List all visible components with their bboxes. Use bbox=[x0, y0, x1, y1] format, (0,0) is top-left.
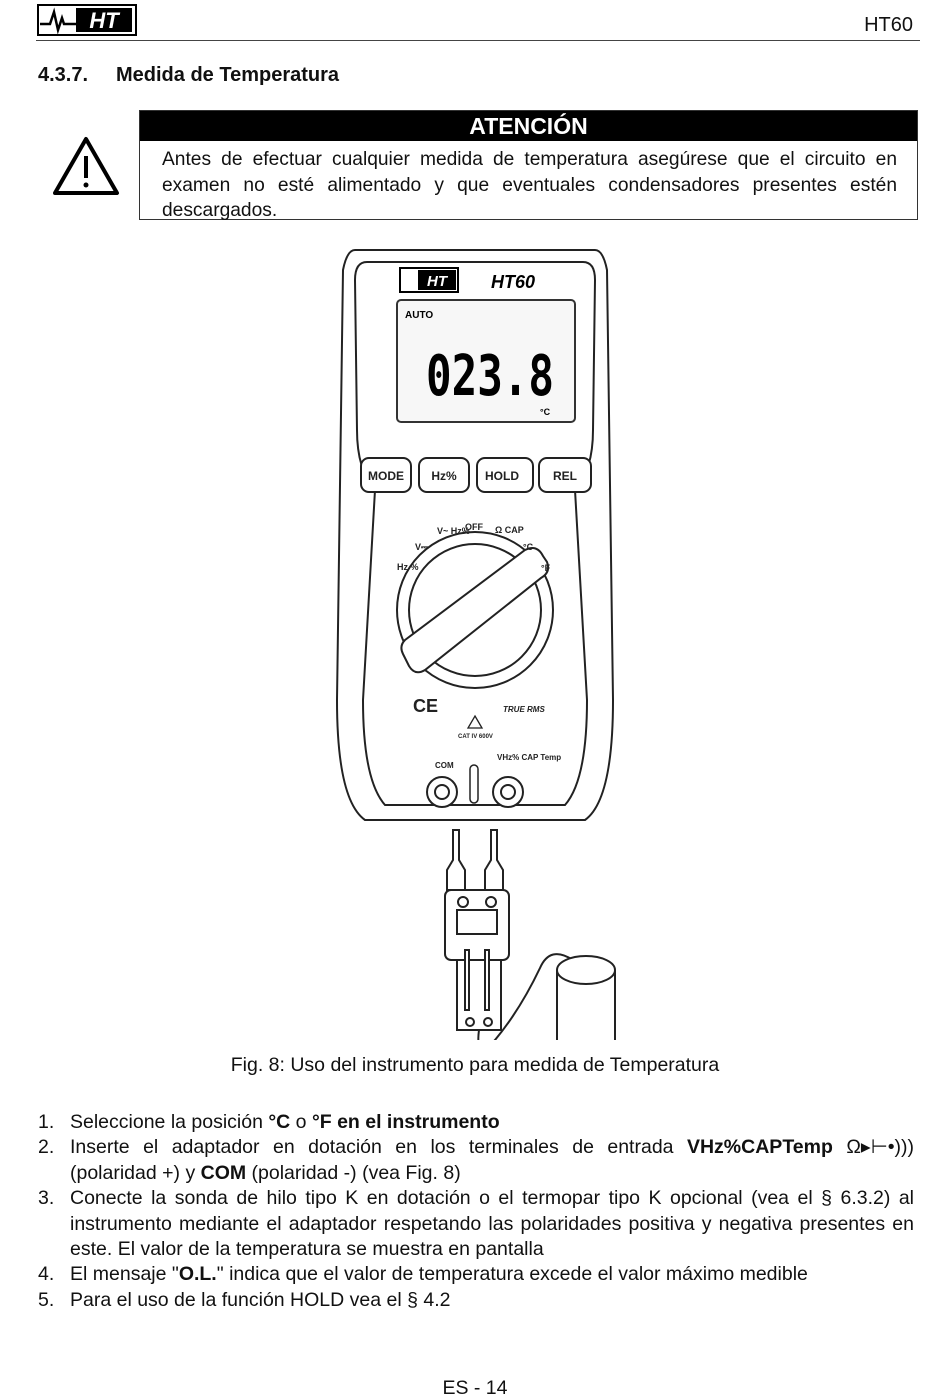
true-rms-label: TRUE RMS bbox=[503, 705, 545, 714]
meter-inner-body bbox=[353, 261, 597, 806]
step-text: (polaridad -) (vea Fig. 8) bbox=[246, 1161, 461, 1184]
dial-label-vdc: V⎓ bbox=[415, 542, 429, 552]
step-item: 3. Conecte la sonda de hilo tipo K en dot… bbox=[38, 1186, 914, 1262]
step-item: 5. Para el uso de la función HOLD vea el … bbox=[38, 1288, 914, 1313]
display-reading: 023.8 bbox=[426, 344, 554, 409]
meter-model: HT60 bbox=[491, 272, 535, 292]
step-text: Seleccione la posición bbox=[70, 1111, 269, 1133]
display-unit: °C bbox=[540, 407, 551, 417]
step-text: VHz%CAPTemp bbox=[686, 1136, 833, 1159]
step-text: °C bbox=[268, 1111, 291, 1133]
step-text: O.L. bbox=[178, 1263, 217, 1286]
step-text: Inserte el adaptador en dotación en los … bbox=[70, 1136, 687, 1159]
terminal-label-input: VHz% CAP Temp bbox=[497, 753, 561, 762]
meter-button-hz: Hz% bbox=[431, 469, 457, 483]
figure-caption: Fig. 8: Uso del instrumento para medida … bbox=[230, 1054, 720, 1076]
step-text: " indica que el valor de temperatura exc… bbox=[216, 1263, 808, 1286]
procedure-steps: 1. Seleccione la posición °C o °F en el i… bbox=[38, 1110, 914, 1313]
ht-logo: HT bbox=[37, 4, 137, 36]
step-text: Para el uso de la función HOLD vea el § … bbox=[70, 1288, 451, 1311]
ce-mark: CE bbox=[413, 696, 438, 716]
step-item: 2. Inserte el adaptador en dotación en lo… bbox=[38, 1135, 914, 1186]
document-code: HT60 bbox=[864, 14, 913, 36]
section-number: 4.3.7. bbox=[38, 64, 89, 86]
step-item: 1. Seleccione la posición °C o °F en el i… bbox=[38, 1110, 914, 1135]
step-number: 5. bbox=[38, 1288, 55, 1311]
step-number: 2. bbox=[38, 1136, 55, 1159]
meter-button-hold: HOLD bbox=[485, 469, 519, 483]
section-heading: 4.3.7. Medida de Temperatura bbox=[38, 64, 339, 87]
warning-heading: ATENCIÓN bbox=[140, 111, 917, 141]
terminal-label-com: COM bbox=[435, 761, 454, 770]
warning-box: ATENCIÓN Antes de efectuar cualquier med… bbox=[139, 110, 918, 221]
meter-button-rel: REL bbox=[553, 469, 577, 483]
dial-label-ohm-cap: Ω CAP bbox=[495, 525, 524, 535]
step-text: o bbox=[290, 1111, 312, 1133]
step-text: °F en el instrumento bbox=[311, 1111, 500, 1133]
step-number: 4. bbox=[38, 1263, 55, 1286]
step-number: 1. bbox=[38, 1111, 55, 1133]
multimeter-figure: HT HT60 AUTO 023.8 °C MODE Hz% HOLD REL … bbox=[335, 249, 616, 1040]
warning-text: Antes de efectuar cualquier medida de te… bbox=[162, 149, 897, 221]
meter-button-mode: MODE bbox=[368, 469, 404, 483]
dial-label-celsius: °C bbox=[523, 542, 534, 552]
step-text: Conecte la sonda de hilo tipo K en dotac… bbox=[70, 1187, 914, 1261]
step-number: 3. bbox=[38, 1187, 55, 1210]
warning-triangle-icon bbox=[53, 137, 119, 195]
header-divider bbox=[36, 40, 920, 41]
dial-label-hz: Hz % bbox=[397, 562, 419, 572]
step-item: 4. El mensaje "O.L." indica que el valor … bbox=[38, 1262, 914, 1287]
display-mode: AUTO bbox=[405, 310, 433, 321]
dial-label-vac: V~ Hz% bbox=[437, 526, 470, 536]
logo-text: HT bbox=[89, 8, 120, 33]
step-text: COM bbox=[200, 1161, 247, 1184]
page-number: ES - 14 bbox=[442, 1377, 508, 1399]
section-title: Medida de Temperatura bbox=[116, 64, 340, 86]
meter-outer-body bbox=[335, 249, 615, 821]
dial-label-off: OFF bbox=[465, 522, 483, 532]
terminal-symbols: Ω▸⊢•))) bbox=[832, 1136, 915, 1159]
meter-brand: HT bbox=[427, 273, 449, 290]
step-text: El mensaje " bbox=[70, 1263, 179, 1286]
cat-rating-label: CAT IV 600V bbox=[458, 734, 493, 740]
step-text: (polaridad +) y bbox=[70, 1161, 201, 1184]
dial-label-fahrenheit: °F bbox=[541, 563, 551, 573]
